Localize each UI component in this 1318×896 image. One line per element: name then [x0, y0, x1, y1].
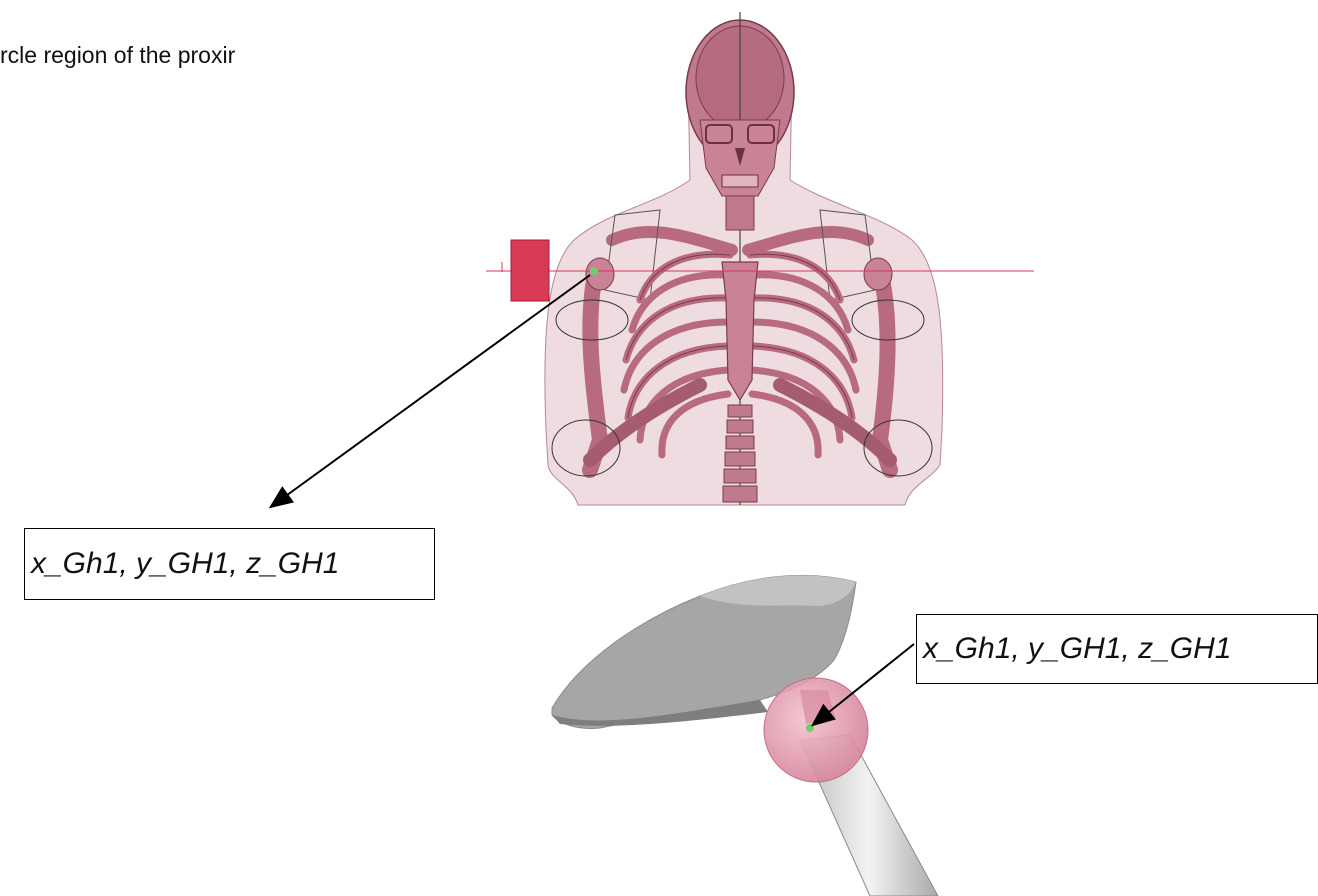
spine — [723, 405, 757, 502]
landmark-point-detail — [806, 724, 814, 732]
shoulder-detail — [552, 575, 938, 896]
coordinate-label-body: x_Gh1, y_GH1, z_GH1 — [24, 528, 435, 600]
cervical-spine — [726, 196, 754, 230]
arrow-to-label-left — [272, 275, 590, 506]
teeth — [722, 175, 758, 187]
landmark-point-body — [590, 267, 598, 275]
marker-block — [511, 240, 549, 301]
coordinate-label-detail: x_Gh1, y_GH1, z_GH1 — [916, 614, 1318, 684]
humeral-head-right — [864, 258, 892, 290]
body-model — [486, 12, 1034, 505]
humeral-head-left — [586, 258, 614, 290]
sternum — [722, 262, 758, 400]
